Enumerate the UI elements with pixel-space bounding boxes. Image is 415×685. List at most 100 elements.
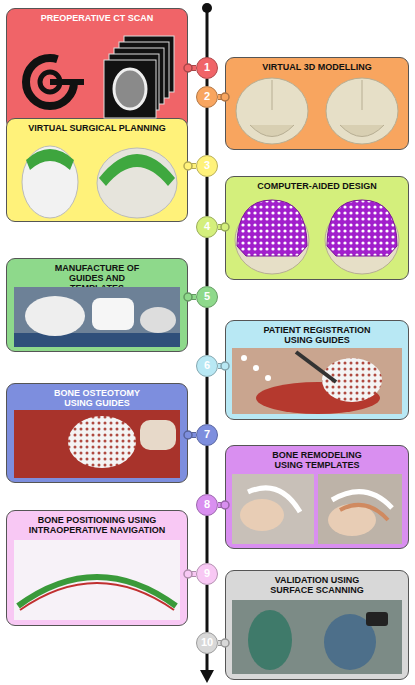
step-number: 1 [197,58,217,77]
printed-guide [25,296,85,336]
ct-scanner-icon [26,58,84,106]
arrow-head [200,670,214,683]
step-box: BONE OSTEOTOMY USING GUIDES [6,383,188,483]
timeline-segment [206,585,209,632]
surgeon [324,614,376,670]
screen-background [14,540,180,620]
printed-guide [140,307,176,333]
printed-template [92,298,134,330]
connector-group [184,431,196,439]
step-number: 4 [197,217,217,236]
connector-group [184,64,196,72]
step-number-circle: 10 [196,632,218,654]
skull-model [236,78,308,144]
ct-slice [119,42,169,98]
scanning-photo [232,600,402,674]
step-number-circle: 8 [196,494,218,516]
guide [68,416,136,468]
connector-group [207,446,208,494]
skull-model [235,206,309,274]
surface-scanner [366,612,388,626]
connector-outline [218,640,225,646]
manufacture-photo [14,287,180,347]
step-title: MANUFACTURE OF GUIDES AND TEMPLATES [41,263,153,293]
step-connector [188,66,196,70]
guide [322,358,382,402]
skull-face [250,125,294,137]
skull-models [236,78,398,144]
step-title: BONE REMODELING USING TEMPLATES [263,450,371,470]
connector-group [207,108,208,155]
skull-suture [272,80,273,110]
ct-slice [109,54,159,110]
step-connector [218,364,225,368]
connector-outline [218,502,225,508]
marker [265,375,271,381]
step-title: VIRTUAL 3D MODELLING [226,62,408,72]
navigation-screen [14,540,180,620]
connector-outline [218,224,225,230]
connector-end-ring [221,639,229,647]
marker [241,355,247,361]
step-title: BONE OSTEOTOMY USING GUIDES [47,388,147,408]
connector-outline [188,571,196,577]
connector-group [207,308,208,355]
connector-outline [188,65,196,71]
ct-skull [114,69,146,109]
connector-end-ring [184,431,192,439]
step-number: 7 [197,425,217,444]
step-number-circle: 6 [196,355,218,377]
osteotomy-photo [14,410,180,478]
step-number-circle: 2 [196,86,218,108]
connector-group [207,177,208,216]
photo-background [232,600,402,674]
connector-group [218,501,229,509]
hand [240,499,284,531]
connector-group [218,639,229,647]
hand [328,504,376,536]
step-number-circle: 7 [196,424,218,446]
start-dot [202,3,212,13]
photo-background [318,474,402,544]
step-connector [218,641,225,645]
registration-photo [232,348,402,414]
cutting-guide [327,200,397,256]
step-title: VALIDATION USING SURFACE SCANNING [261,575,373,595]
connector-group [207,516,208,563]
connector-outline [218,94,225,100]
timeline-segment [206,177,209,216]
template [248,488,300,512]
connector-end-ring [221,223,229,231]
timeline-segment [206,238,209,286]
step-number: 5 [197,287,217,306]
step-box: VIRTUAL SURGICAL PLANNING [6,118,188,222]
connector-group [184,162,196,170]
photo-background [232,474,314,544]
connector-end-ring [221,93,229,101]
step-connector [188,295,196,299]
step-number: 9 [197,564,217,583]
step-connector [188,572,196,576]
surgical-field [256,382,380,414]
planned-segment [26,149,74,170]
connector-end-ring [184,162,192,170]
step-number-circle: 1 [196,57,218,79]
step-title: PATIENT REGISTRATION USING GUIDES [250,325,385,345]
timeline-segment [206,446,209,494]
spine-line [206,8,209,58]
step-title: COMPUTER-AIDED DESIGN [226,181,408,191]
connector-group [218,223,229,231]
step-connector [188,164,196,168]
glove [140,420,176,450]
step-box: BONE REMODELING USING TEMPLATES [225,445,409,549]
connector-group [218,362,229,370]
step-connector [218,95,225,99]
scanner-ring [26,58,74,106]
step-number: 8 [197,495,217,514]
photo-background [14,410,180,478]
step-number-circle: 9 [196,563,218,585]
step-box: BONE POSITIONING USING INTRAOPERATIVE NA… [6,510,188,626]
connector-end-ring [184,64,192,72]
